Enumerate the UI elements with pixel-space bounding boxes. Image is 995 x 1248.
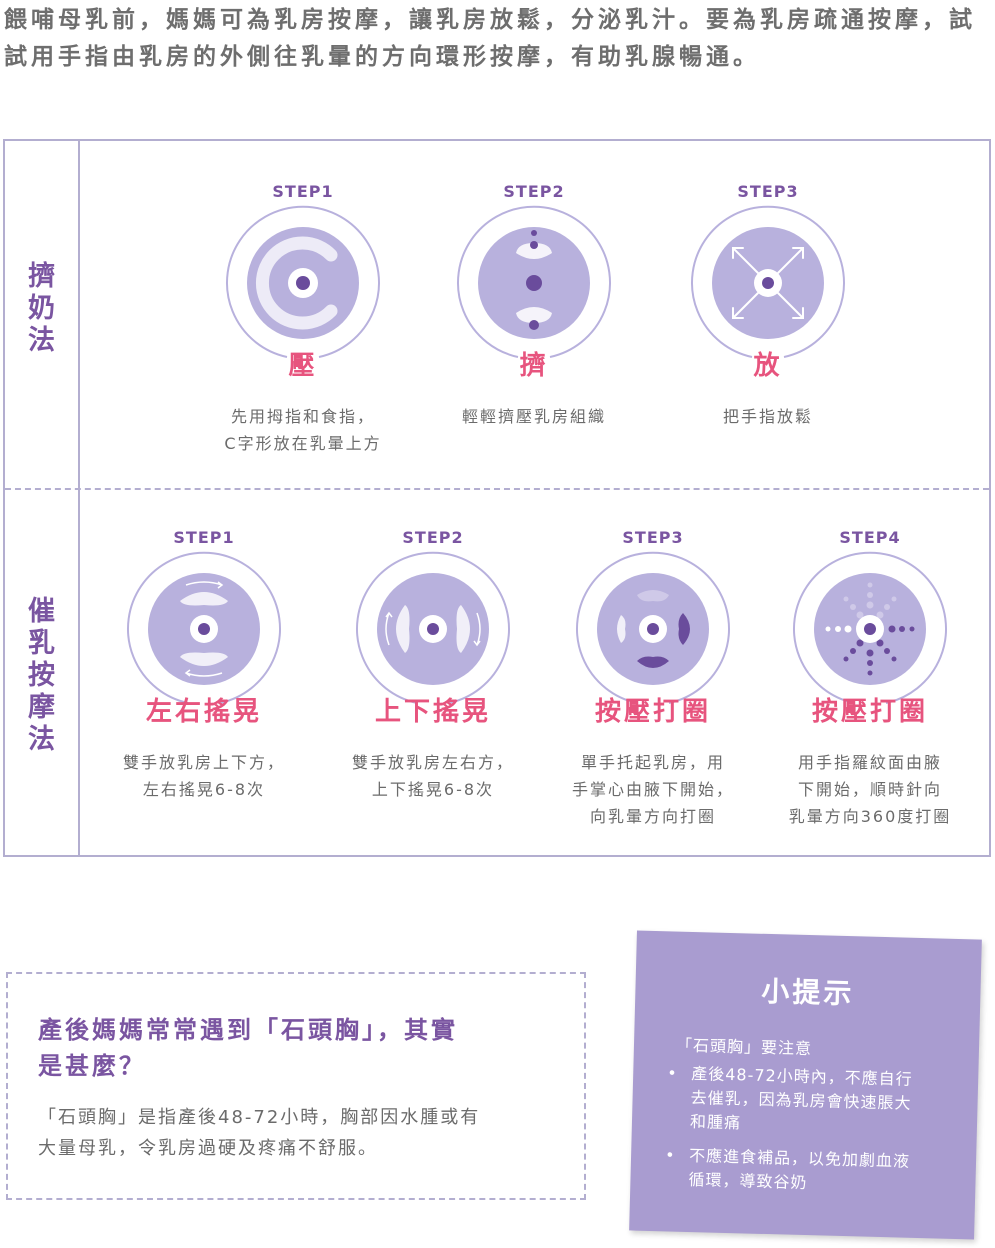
shake-horizontal-icon xyxy=(124,549,284,709)
squeeze-icon xyxy=(454,203,614,363)
massage-step-3: STEP3 按壓打圈 單手托起乳房，用 手掌心由腋下開始， 向乳暈方向打圈 xyxy=(571,528,734,826)
c-shape-press-icon xyxy=(223,203,383,363)
section-divider xyxy=(5,488,989,490)
finger-dots-icon xyxy=(790,549,950,709)
question-body: 「石頭胸」是指產後48-72小時，胸部因水腫或有 大量母乳，令乳房過硬及疼痛不舒… xyxy=(38,1107,481,1159)
tips-item: 不應進食補品，以免加劇血液 循環，導致谷奶 xyxy=(660,1143,951,1199)
stone-breast-question-box: 產後媽媽常常遇到「石頭胸」，其實 是甚麼？ 「石頭胸」是指產後48-72小時，胸… xyxy=(6,972,586,1200)
release-arrows-icon xyxy=(688,203,848,363)
intro-text: 餵哺母乳前，媽媽可為乳房按摩，讓乳房放鬆，分泌乳汁。要為乳房疏通按摩，試試用手指… xyxy=(4,7,976,70)
label-divider xyxy=(78,141,80,855)
massage-step-2: STEP2 上下搖晃 雙手放乳房左右方， 上下搖晃6-8次 xyxy=(351,528,514,799)
tips-heading: 「石頭胸」要注意 xyxy=(675,1035,813,1059)
expression-step-1: STEP1 壓 先用拇指和食指， C字形放在乳暈上方 xyxy=(223,182,383,453)
section-label-expression: 擠 奶 法 xyxy=(28,261,55,356)
massage-step-1: STEP1 左右搖晃 雙手放乳房上下方， 左右搖晃6-8次 xyxy=(122,528,285,799)
section-label-massage: 催 乳 按 摩 法 xyxy=(28,596,55,755)
expression-step-3: STEP3 放 把手指放鬆 xyxy=(653,181,883,430)
expression-step-2: STEP2 擠 輕輕擠壓乳房組織 xyxy=(419,181,649,430)
question-title: 產後媽媽常常遇到「石頭胸」，其實 是甚麼？ xyxy=(38,1016,458,1080)
massage-step-4: STEP4 xyxy=(788,528,952,826)
palm-circle-icon xyxy=(573,549,733,709)
tips-item: 產後48-72小時內，不應自行 去催乳，因為乳房會快速脹大 和腫痛 xyxy=(662,1061,954,1141)
tips-note: 小提示 「石頭胸」要注意 產後48-72小時內，不應自行 去催乳，因為乳房會快速… xyxy=(629,930,982,1240)
instruction-panel: 擠 奶 法 催 乳 按 摩 法 STEP1 壓 先用拇指和食指， C字形放在乳暈… xyxy=(3,139,991,857)
tips-list: 產後48-72小時內，不應自行 去催乳，因為乳房會快速脹大 和腫痛 不應進食補品… xyxy=(660,1061,954,1209)
shake-vertical-icon xyxy=(353,549,513,709)
tips-title: 小提示 xyxy=(760,974,855,1011)
